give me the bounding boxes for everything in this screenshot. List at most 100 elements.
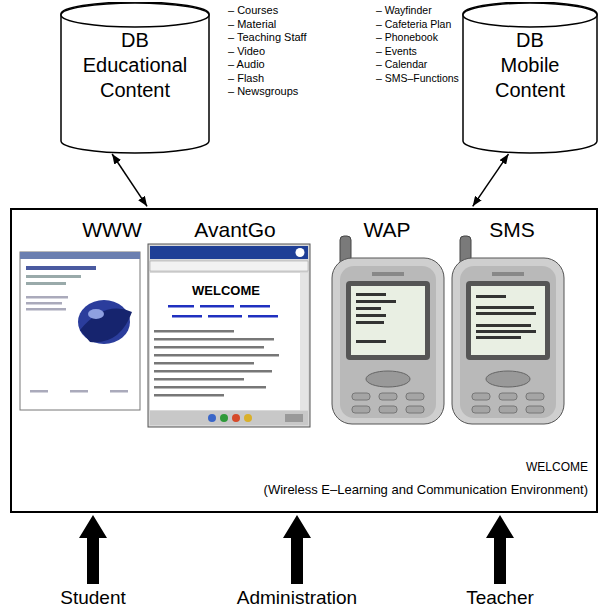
pda-taskbar (150, 411, 308, 425)
pda-text-line (154, 354, 279, 357)
pda-text-line (154, 346, 264, 349)
screen-line (476, 324, 531, 327)
phone-bezel (466, 281, 550, 360)
user-role: Student (60, 587, 126, 610)
content-list-item: – Flash (228, 72, 264, 85)
channel-heading: SMS (489, 217, 535, 242)
content-list-item: – SMS–Functions (376, 72, 459, 85)
pda-close-button (296, 248, 305, 257)
browser-page (20, 252, 140, 410)
content-list-item: – Phonebook (376, 31, 438, 44)
pda-taskbar-icon (285, 414, 303, 422)
channel-heading: WAP (363, 217, 410, 242)
phone-key (379, 406, 397, 413)
content-list-item: – Video (228, 45, 265, 58)
page-footer-line (30, 390, 48, 393)
phone-key (526, 406, 544, 413)
phone-navkey (366, 371, 410, 387)
system-name: WELCOME (526, 460, 588, 474)
pda-text-line (154, 330, 234, 333)
pda-taskbar-icon (220, 414, 228, 422)
pda-text-line (154, 338, 274, 341)
phone-face (460, 266, 556, 418)
system-subtitle: (Wireless E–Learning and Communication E… (264, 482, 588, 498)
phone-key (472, 406, 490, 413)
pda-link (208, 315, 242, 318)
page-text-line (26, 302, 62, 305)
phone-screen (351, 286, 425, 355)
node-label: DB Mobile Content (488, 28, 572, 103)
avantgo-screenshot (148, 244, 310, 427)
content-list-item: – Material (228, 18, 276, 31)
page-heading-line (26, 266, 96, 270)
phone-brand (372, 272, 404, 276)
pda-taskbar-icon (208, 414, 216, 422)
pda-scrollbar (300, 273, 308, 410)
pda-link (200, 305, 234, 308)
screen-line (356, 314, 386, 317)
screen-line (476, 330, 536, 333)
phone-key (472, 393, 490, 400)
page-footer-line (70, 390, 88, 393)
pda-text-line (154, 386, 266, 389)
cylinder-body (61, 2, 209, 153)
www-screenshot (20, 252, 140, 410)
channel-heading: WWW (82, 217, 141, 242)
screen-line (476, 336, 521, 339)
globe-shadow (80, 309, 132, 343)
phone-brand (492, 272, 524, 276)
pda-text-line (154, 394, 224, 397)
content-list-item: – Events (376, 45, 417, 58)
phone-screen (471, 286, 545, 355)
phone-key (352, 393, 370, 400)
phone-key (526, 393, 544, 400)
screen-title: WELCOME (192, 283, 260, 299)
pda-link (172, 315, 202, 318)
content-list-item: – Audio (228, 58, 265, 71)
pda-text-line (154, 378, 244, 381)
pda-link (168, 305, 194, 308)
cylinder-outline (60, 2, 210, 154)
page-text-line (26, 275, 81, 278)
phone-key (499, 393, 517, 400)
pda-address-bar (150, 261, 308, 271)
node-label: DB Educational Content (75, 28, 195, 103)
pda-screen (150, 273, 300, 410)
phone-body (332, 258, 444, 424)
pda-text-line (154, 370, 272, 373)
wap-phone (332, 236, 444, 424)
pda-text-line (154, 362, 254, 365)
screen-line (356, 307, 381, 310)
phone-key (379, 393, 397, 400)
pda-link (248, 315, 278, 318)
page-footer-line (110, 390, 128, 393)
content-list-item: – Cafeteria Plan (376, 18, 451, 31)
phone-face (340, 266, 436, 418)
phone-key (352, 406, 370, 413)
user-arrow (486, 515, 514, 584)
database-cylinder: DB Educational Content (60, 2, 210, 154)
user-arrow (79, 515, 107, 584)
phone-key (499, 406, 517, 413)
user-role: Teacher (466, 587, 534, 610)
cylinder-top (61, 3, 209, 27)
screen-line (356, 293, 386, 296)
database-cylinder: DB Mobile Content (462, 2, 598, 154)
cylinder-top (463, 3, 597, 27)
data-link-arrow (112, 154, 147, 206)
system-box: WWW AvantGo WAP SMS WELCOME (Wireless E–Learn… (10, 208, 598, 513)
pda-link (240, 305, 270, 308)
sms-phone (452, 236, 564, 424)
screen-line (476, 306, 534, 309)
phone-key (406, 406, 424, 413)
channel-heading: AvantGo (194, 217, 275, 242)
content-list-item: – Calendar (376, 58, 427, 71)
content-list-item: – Courses (228, 4, 278, 17)
globe-highlight (88, 309, 104, 319)
screen-line (356, 300, 396, 303)
screen-line (356, 321, 384, 324)
phone-key (406, 393, 424, 400)
pda-taskbar-icon (244, 414, 252, 422)
pda-taskbar-icon (232, 414, 240, 422)
content-list-item: – Newsgroups (228, 85, 298, 98)
